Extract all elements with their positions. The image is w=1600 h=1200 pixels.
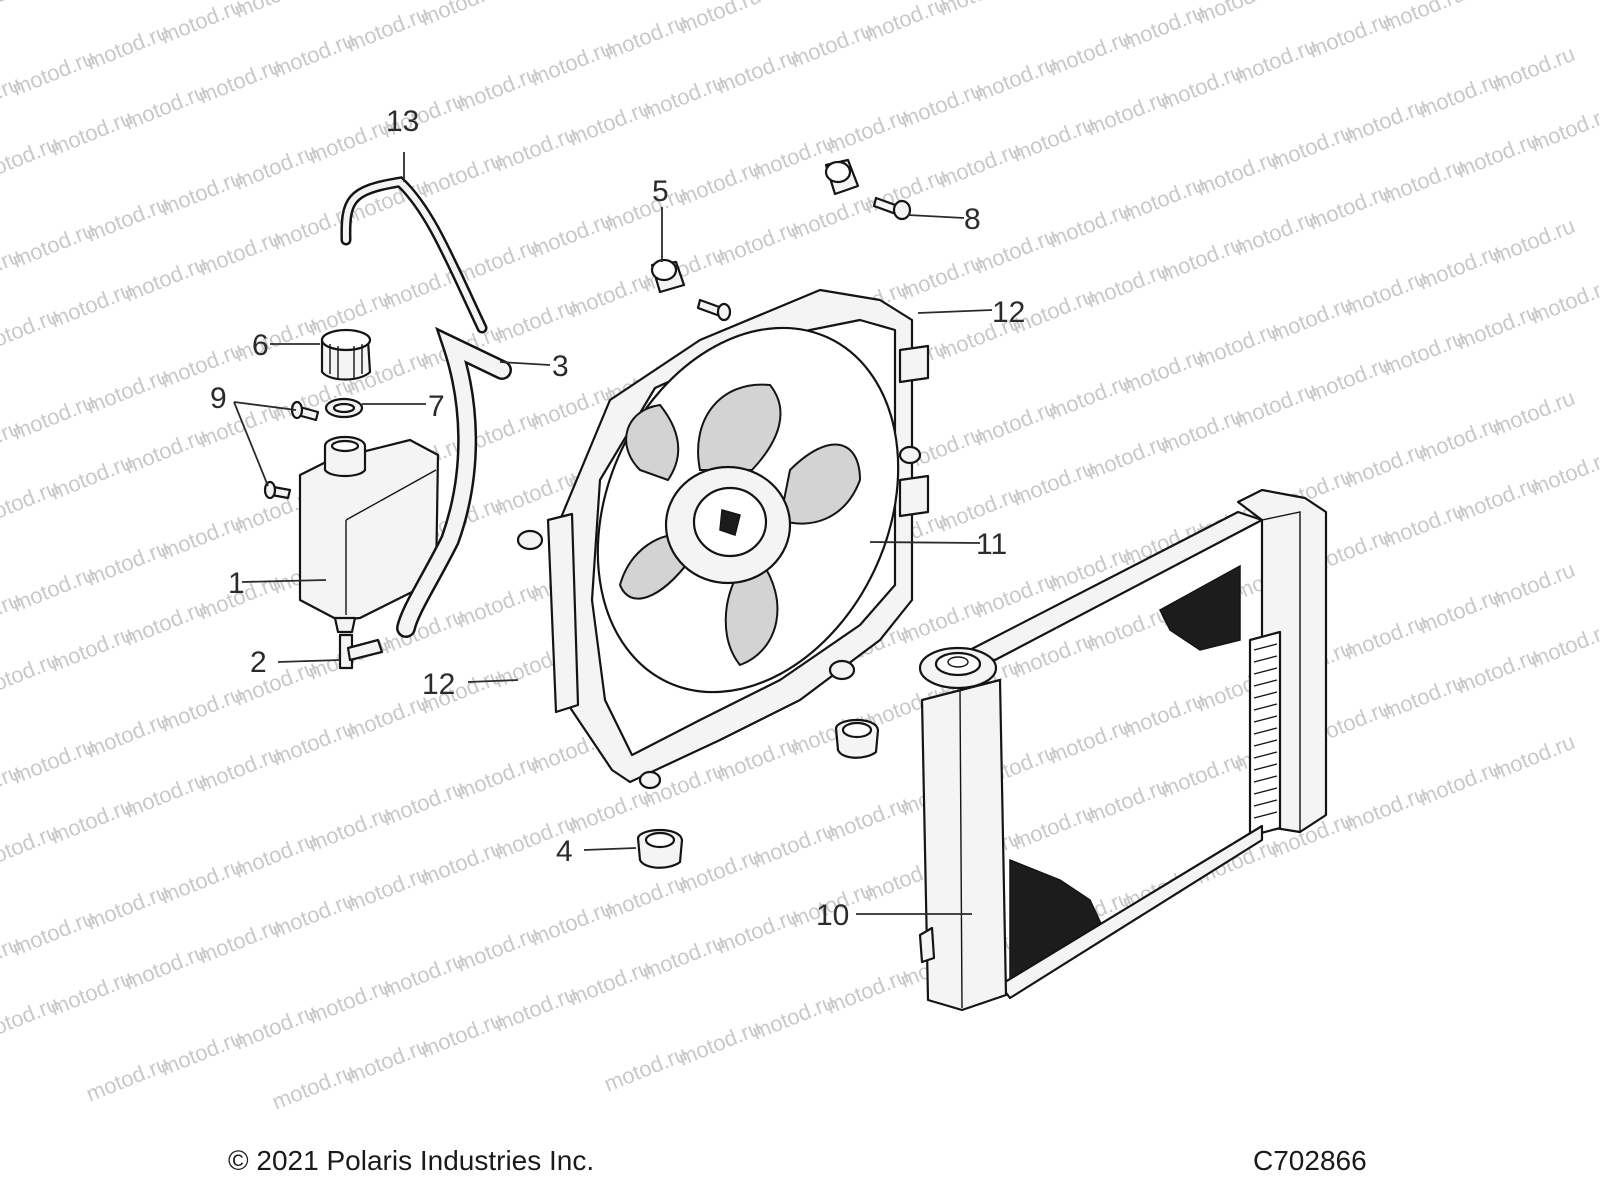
callout-9: 9 (210, 382, 227, 415)
callout-8: 8 (964, 203, 981, 236)
watermark-text: motod.ru (417, 0, 507, 31)
callout-12-bottom: 12 (422, 668, 455, 701)
watermark-text: motod.ru (0, 0, 62, 15)
copyright-notice: © 2021 Polaris Industries Inc. (228, 1145, 595, 1176)
grommet-4 (636, 829, 684, 869)
watermark-text: motod.ru (1527, 617, 1600, 673)
watermark-text: motod.ru (675, 0, 765, 39)
watermark-text: motod.ru (1489, 729, 1579, 785)
radiator (918, 488, 1328, 1012)
callout-6: 6 (252, 329, 269, 362)
leader-lines (233, 152, 993, 915)
drain-fitting (338, 633, 384, 670)
coolant-reservoir (298, 435, 440, 634)
reservoir-cap (320, 328, 372, 381)
watermark-text: motod.ru (1489, 385, 1579, 441)
reservoir-hose (396, 326, 512, 638)
o-ring-inner (332, 402, 356, 414)
callout-11: 11 (976, 528, 1007, 561)
callout-5: 5 (652, 175, 669, 208)
watermark-text: motod.ru (1527, 445, 1600, 501)
watermark-text: motod.ru (231, 0, 321, 23)
grommet-top (824, 158, 860, 196)
watermark-text: motod.ru (1527, 273, 1600, 329)
callout-2: 2 (250, 646, 267, 679)
screw-9-upper (290, 400, 320, 422)
callout-4: 4 (556, 835, 573, 868)
watermark-text: motod.ru (1489, 213, 1579, 269)
grommet-5 (650, 258, 686, 294)
watermark-text: motod.ru (1489, 41, 1579, 97)
callouts: 13 5 8 12 6 3 9 7 11 1 2 12 4 10 (210, 105, 1025, 932)
watermark-text: motod.ru (1489, 557, 1579, 613)
core-fins (1253, 643, 1278, 819)
grommet-radiator (834, 718, 880, 759)
diagram-id: C702866 (1253, 1145, 1367, 1176)
watermark-text: motod.ru (1527, 101, 1600, 157)
bolt-near-5 (696, 298, 732, 322)
overflow-hose (340, 176, 488, 334)
callout-10: 10 (816, 899, 849, 932)
callout-12-top: 12 (992, 296, 1025, 329)
callout-7: 7 (428, 390, 445, 423)
watermark-text: motod.ru (1193, 0, 1283, 29)
callout-1: 1 (228, 567, 245, 600)
fan-shroud-assembly (516, 288, 930, 790)
watermark-text: motod.ru (935, 0, 1025, 21)
bolt-8 (872, 196, 912, 221)
watermark-text: motod.ru (861, 0, 951, 47)
callout-3: 3 (552, 350, 569, 383)
screw-9-lower (263, 480, 292, 500)
callout-13: 13 (386, 105, 419, 138)
watermark-text: motod.ru (1379, 0, 1469, 37)
